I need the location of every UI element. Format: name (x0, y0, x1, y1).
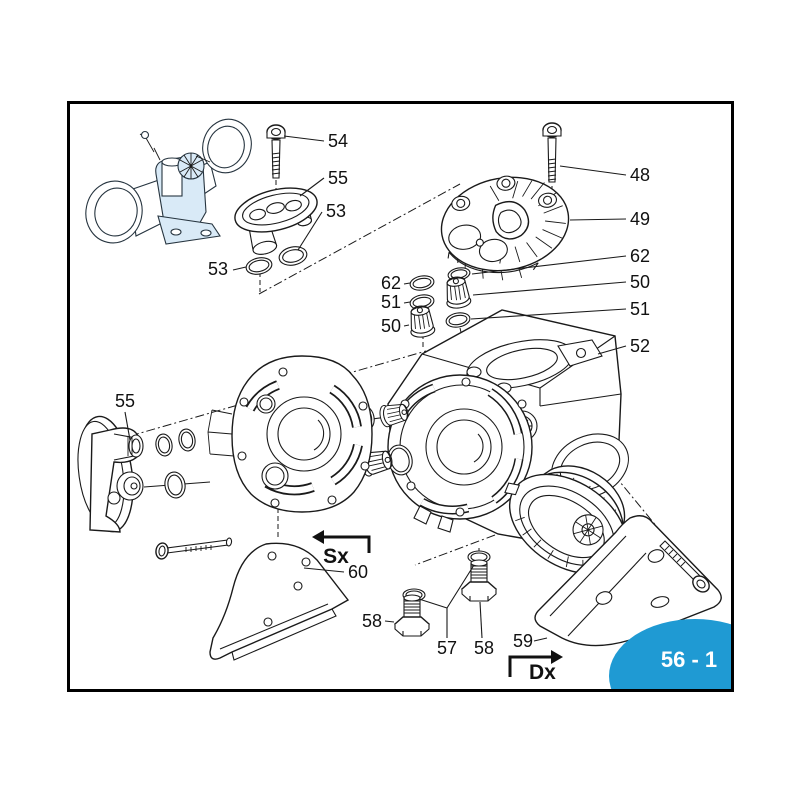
right-head-assembly (504, 465, 628, 575)
callout-51-right: 51 (630, 299, 650, 319)
callout-55-left: 55 (115, 391, 135, 411)
bolt-54 (266, 124, 286, 179)
bolt-bracket-59 (659, 540, 710, 593)
callout-55-top: 55 (328, 168, 348, 188)
bolt-48 (542, 122, 562, 183)
diagram-frame: 54 55 53 53 48 49 62 50 51 52 62 51 50 5… (67, 101, 734, 692)
callout-62-right: 62 (630, 246, 650, 266)
callout-53-right: 53 (326, 201, 346, 221)
callout-54: 54 (328, 131, 348, 151)
exploded-diagram: 54 55 53 53 48 49 62 50 51 52 62 51 50 5… (77, 118, 731, 689)
callout-48: 48 (630, 165, 650, 185)
valve-50-right-column (442, 274, 473, 311)
manifold-plate-left (207, 355, 373, 513)
cylinder-head-49 (440, 175, 570, 281)
oval-flange-55 (234, 187, 318, 255)
callout-60: 60 (348, 562, 368, 582)
callout-52: 52 (630, 336, 650, 356)
plug-58-right (460, 559, 498, 602)
callout-58-bottom: 58 (474, 638, 494, 658)
o-rings-cover (155, 428, 196, 499)
bracket-60 (209, 542, 350, 661)
direction-left-label: Sx (323, 545, 349, 568)
plug-58-left (393, 594, 431, 637)
callout-50-left: 50 (381, 316, 401, 336)
bracket-59 (534, 515, 722, 647)
direction-right-label: Dx (529, 661, 556, 684)
callout-62-left: 62 (381, 273, 401, 293)
leader-lines (124, 135, 627, 642)
o-ring-51-right-column (445, 312, 471, 328)
direction-right-mark: Dx (508, 650, 563, 684)
o-ring-62-left-column (409, 275, 435, 291)
o-ring-53-left (245, 257, 273, 275)
callout-59: 59 (513, 631, 533, 651)
bolt-bracket-60 (155, 537, 233, 560)
callout-51-left: 51 (381, 292, 401, 312)
page-badge: 56 - 1 (609, 619, 731, 689)
callouts: 54 55 53 53 48 49 62 50 51 52 62 51 50 5… (115, 131, 650, 658)
cover-55-left (77, 415, 144, 533)
o-ring-57-right (467, 550, 491, 564)
valve-50-left-column (406, 303, 437, 340)
o-ring-53-right (278, 246, 308, 266)
direction-left-mark: Sx (312, 530, 371, 568)
page-badge-label: 56 - 1 (661, 647, 717, 672)
callout-53-left: 53 (208, 259, 228, 279)
callout-50-right: 50 (630, 272, 650, 292)
page-badge-ellipse (609, 619, 731, 689)
callout-57: 57 (437, 638, 457, 658)
assembled-pump-thumbnail (85, 118, 252, 245)
callout-58-left: 58 (362, 611, 382, 631)
callout-49: 49 (630, 209, 650, 229)
